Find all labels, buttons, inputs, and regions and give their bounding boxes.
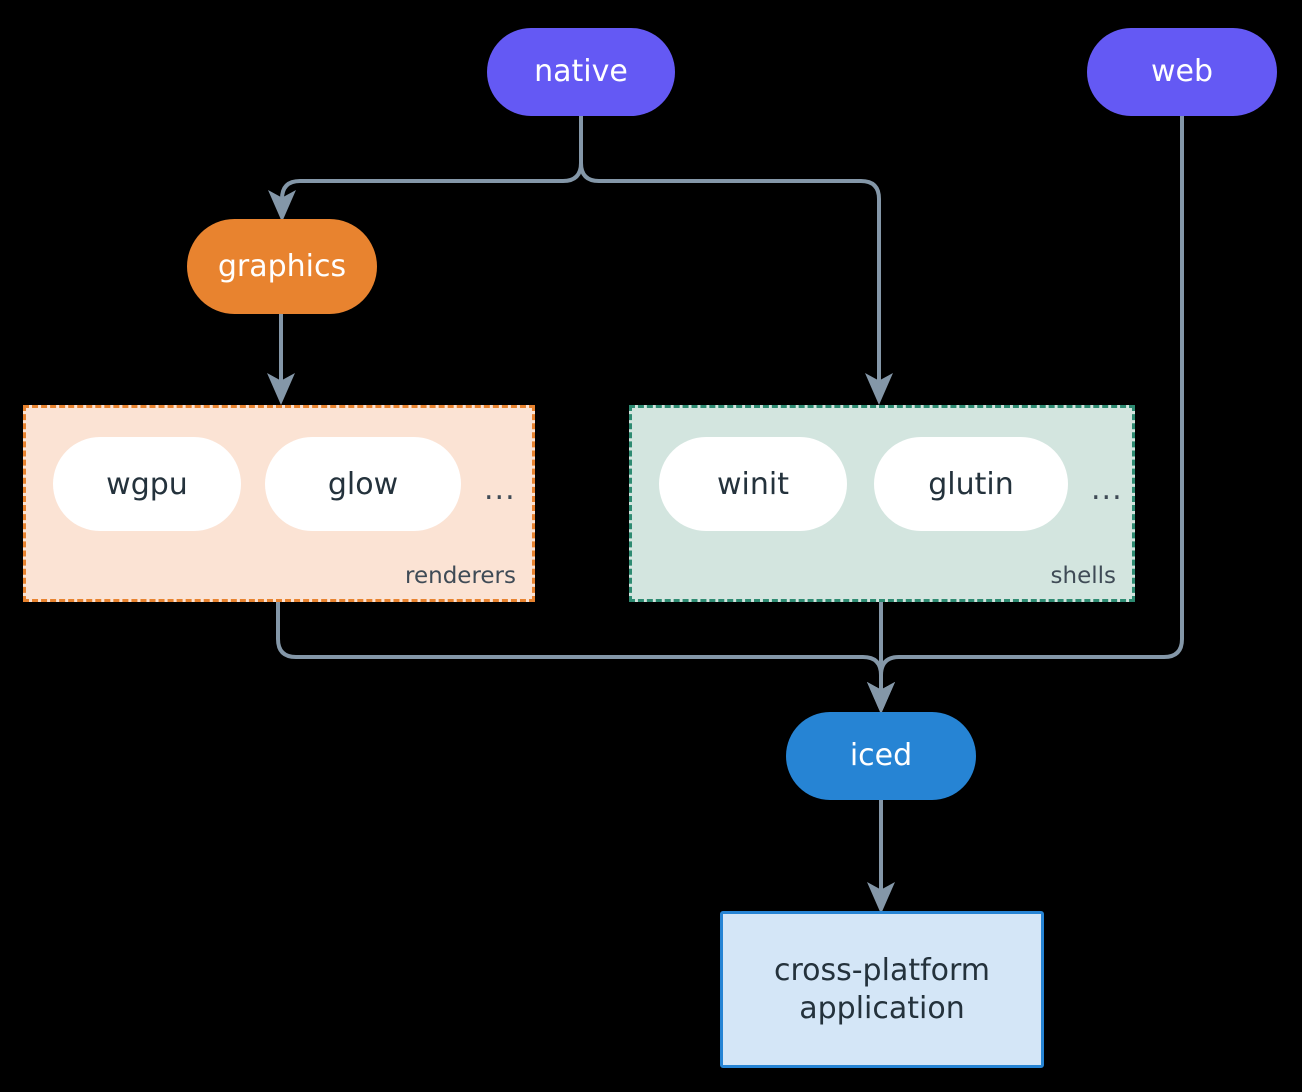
shells-ellipsis: ... — [1091, 472, 1123, 507]
renderer-item-wgpu-label: wgpu — [106, 466, 188, 502]
edge-renderers-iced — [276, 600, 895, 714]
shell-item-glutin-label: glutin — [928, 466, 1014, 502]
node-iced[interactable]: iced — [786, 712, 976, 800]
node-graphics[interactable]: graphics — [187, 219, 377, 314]
group-shells-label: shells — [1050, 563, 1116, 589]
node-native[interactable]: native — [487, 28, 675, 116]
shell-item-winit[interactable]: winit — [659, 437, 847, 531]
edge-native-split — [268, 114, 583, 222]
node-application-line2: application — [799, 990, 965, 1026]
node-native-label: native — [534, 54, 628, 90]
group-renderers: wgpu glow ... renderers — [23, 405, 535, 602]
group-renderers-label: renderers — [405, 563, 516, 589]
node-iced-label: iced — [849, 738, 913, 774]
edge-native-shells — [579, 114, 893, 405]
node-application-line1: cross-platform — [773, 953, 991, 988]
renderer-item-wgpu[interactable]: wgpu — [53, 437, 241, 531]
group-shells: winit glutin ... shells — [629, 405, 1135, 602]
shell-item-glutin[interactable]: glutin — [874, 437, 1068, 531]
node-web[interactable]: web — [1087, 28, 1277, 116]
renderers-ellipsis: ... — [484, 472, 516, 507]
node-web-label: web — [1150, 54, 1214, 90]
node-application[interactable]: cross-platform application — [720, 911, 1044, 1068]
renderer-item-glow[interactable]: glow — [265, 437, 461, 531]
node-graphics-label: graphics — [217, 248, 347, 284]
shell-item-winit-label: winit — [717, 466, 789, 502]
renderer-item-glow-label: glow — [327, 466, 399, 502]
